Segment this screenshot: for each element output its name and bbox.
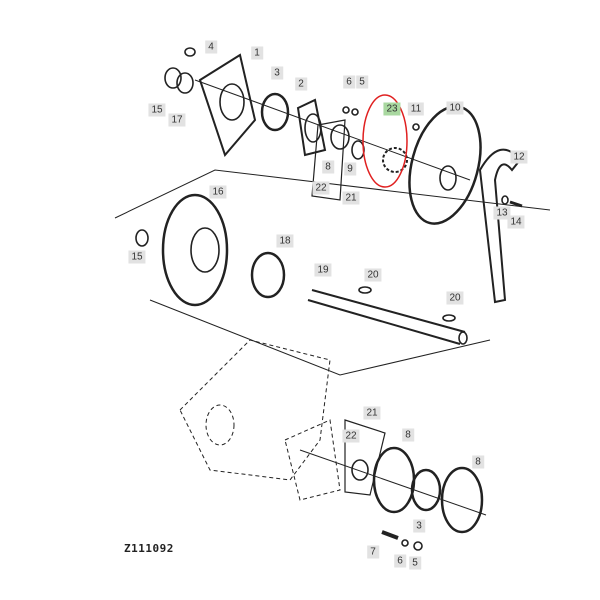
pulley-hub <box>190 227 220 273</box>
plate-hole <box>219 83 245 121</box>
spacer <box>351 140 365 160</box>
washer <box>401 539 409 547</box>
scraper-arm <box>478 148 522 304</box>
callout-5[interactable]: 5 <box>356 75 368 89</box>
shield <box>311 119 346 201</box>
bolt <box>381 530 399 540</box>
flange <box>296 98 327 157</box>
shield <box>344 419 386 496</box>
pulley <box>161 193 229 307</box>
pin <box>412 123 420 131</box>
callout-8[interactable]: 8 <box>322 160 334 174</box>
flange-hole <box>304 113 322 143</box>
callout-12[interactable]: 12 <box>510 150 528 164</box>
callout-21[interactable]: 21 <box>363 406 381 420</box>
collar <box>330 124 350 150</box>
callout-5[interactable]: 5 <box>409 556 421 570</box>
callout-10[interactable]: 10 <box>446 101 464 115</box>
callout-9[interactable]: 9 <box>344 162 356 176</box>
nut <box>413 541 423 551</box>
callout-8[interactable]: 8 <box>472 455 484 469</box>
key <box>442 314 456 322</box>
disc-hub <box>439 165 457 191</box>
nut <box>342 106 350 114</box>
callout-1[interactable]: 1 <box>251 46 263 60</box>
nut <box>351 108 359 116</box>
snap-ring <box>135 229 149 247</box>
shaft <box>307 299 461 345</box>
key <box>358 286 372 294</box>
washer <box>164 67 182 89</box>
shaft-end <box>458 331 468 345</box>
bolt <box>509 200 523 208</box>
callout-13[interactable]: 13 <box>493 206 511 220</box>
callout-16[interactable]: 16 <box>209 185 227 199</box>
collar <box>351 459 369 481</box>
callout-2[interactable]: 2 <box>295 77 307 91</box>
disc <box>408 105 482 225</box>
callout-20[interactable]: 20 <box>446 291 464 305</box>
highlight-circle <box>362 94 408 188</box>
flange <box>440 466 484 534</box>
figure-code: Z111092 <box>124 542 174 555</box>
callout-17[interactable]: 17 <box>168 113 186 127</box>
sprocket <box>382 147 408 173</box>
frame-dashed <box>179 339 341 501</box>
callout-14[interactable]: 14 <box>507 215 525 229</box>
callout-6[interactable]: 6 <box>394 554 406 568</box>
callout-22[interactable]: 22 <box>342 429 360 443</box>
bolt <box>184 47 196 57</box>
frame-outline <box>114 169 551 219</box>
callout-15[interactable]: 15 <box>128 250 146 264</box>
callout-23[interactable]: 23 <box>383 102 401 116</box>
shaft <box>311 289 466 333</box>
callout-11[interactable]: 11 <box>407 102 425 116</box>
callout-4[interactable]: 4 <box>205 40 217 54</box>
callout-21[interactable]: 21 <box>342 191 360 205</box>
callout-8[interactable]: 8 <box>402 428 414 442</box>
flange <box>372 446 416 514</box>
frame-outline <box>149 299 491 376</box>
callout-3[interactable]: 3 <box>271 66 283 80</box>
axis-line <box>299 449 487 516</box>
callout-15[interactable]: 15 <box>148 103 166 117</box>
callout-18[interactable]: 18 <box>276 234 294 248</box>
callout-20[interactable]: 20 <box>364 268 382 282</box>
callout-22[interactable]: 22 <box>312 181 330 195</box>
callout-3[interactable]: 3 <box>413 519 425 533</box>
bearing <box>410 468 442 512</box>
callout-6[interactable]: 6 <box>343 75 355 89</box>
callout-19[interactable]: 19 <box>314 263 332 277</box>
mounting-plate <box>198 53 257 157</box>
bearing <box>260 92 290 132</box>
washer <box>176 72 194 94</box>
bearing <box>250 251 286 299</box>
callout-7[interactable]: 7 <box>367 545 379 559</box>
washer <box>501 195 509 205</box>
